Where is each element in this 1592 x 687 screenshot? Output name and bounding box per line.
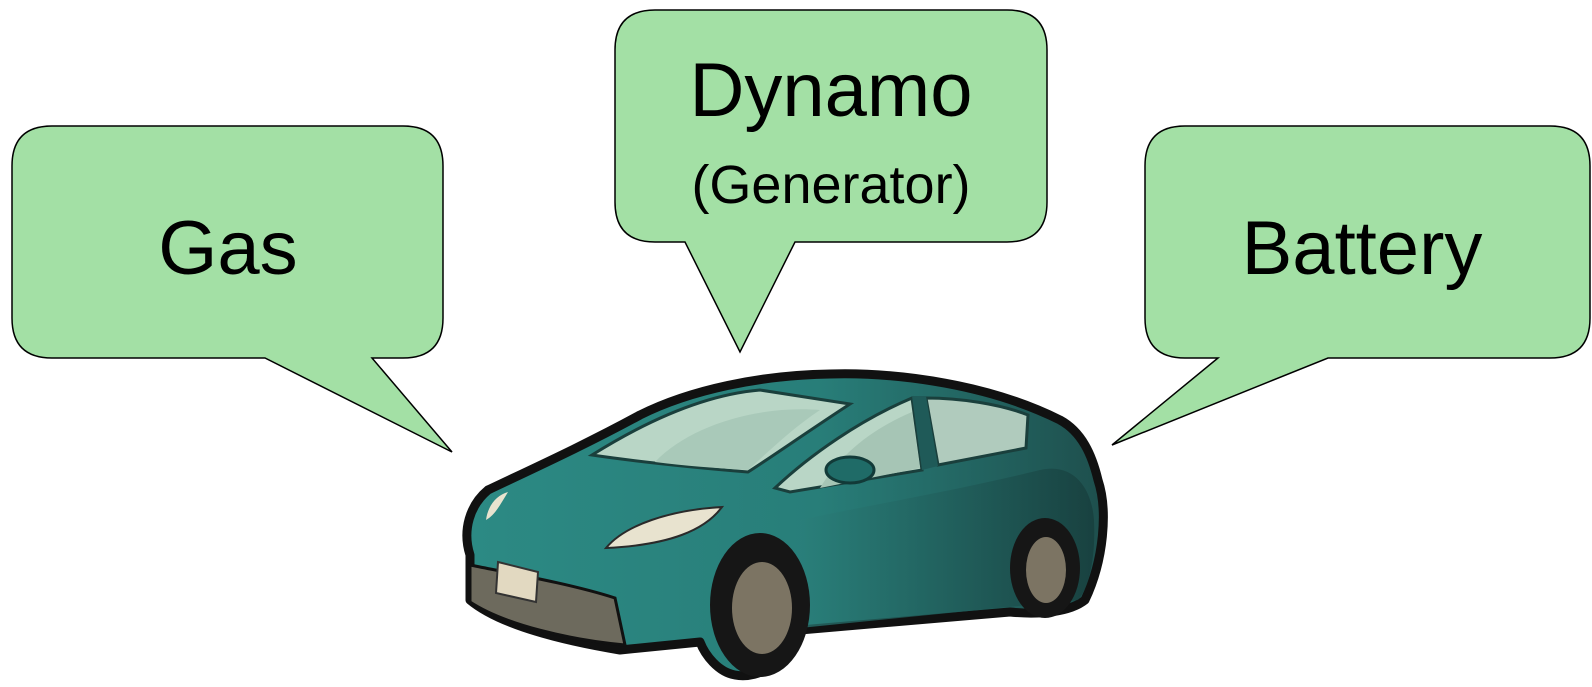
battery-callout-bubble (1111, 125, 1591, 446)
car-front-wheel (710, 533, 810, 677)
car-rear-window (924, 396, 1030, 467)
dynamo-callout: Dynamo (Generator) (614, 9, 1048, 354)
dynamo-label: Dynamo (690, 48, 973, 133)
car-rear-wheel (1010, 518, 1080, 618)
gas-label: Gas (158, 206, 297, 291)
car-icon (462, 369, 1108, 681)
battery-label: Battery (1242, 206, 1483, 291)
car-front-corner-light (486, 492, 508, 520)
dynamo-sublabel: (Generator) (691, 155, 970, 215)
gas-callout-bubble (11, 125, 453, 453)
car-license-plate (494, 560, 540, 604)
car-windshield-shade (655, 409, 820, 470)
dynamo-callout-bubble (614, 9, 1048, 354)
battery-callout: Battery (1111, 125, 1591, 446)
car-side-mirror (824, 455, 876, 485)
car-headlight (603, 505, 725, 550)
car-pillar (912, 396, 938, 470)
gas-callout: Gas (11, 125, 453, 453)
